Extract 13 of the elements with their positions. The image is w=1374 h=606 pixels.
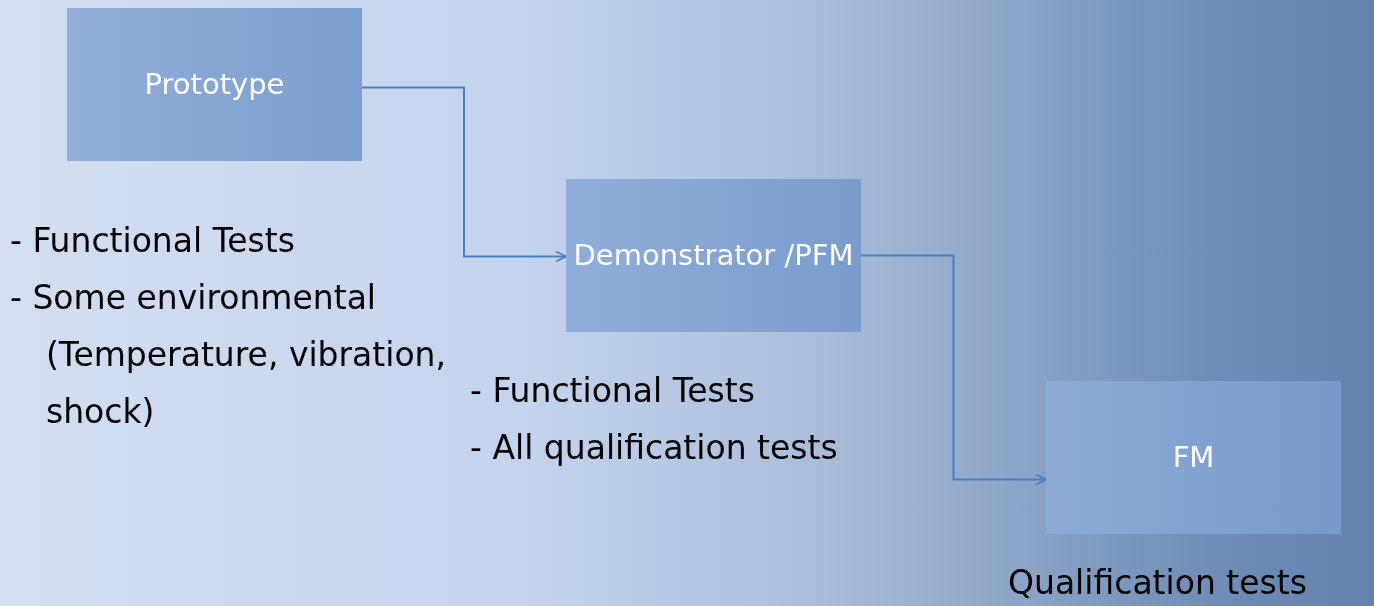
- arrow: [860, 254, 1047, 486]
- box-label: Demonstrator /PFM: [573, 237, 854, 275]
- process-box: [67, 8, 362, 161]
- test-note: - All qualification tests: [470, 427, 839, 469]
- test-note: Qualification tests: [1008, 562, 1308, 604]
- box-label: FM: [1172, 439, 1215, 477]
- process-box: [1046, 381, 1341, 534]
- test-note: - Functional Tests: [10, 220, 296, 262]
- box-label: Prototype: [144, 66, 285, 104]
- test-note: - Functional Tests: [470, 370, 756, 412]
- arrow: [361, 86, 567, 263]
- test-note: - Some environmental (Temperature, vibration, shock): [10, 277, 448, 433]
- process-box: [566, 179, 861, 332]
